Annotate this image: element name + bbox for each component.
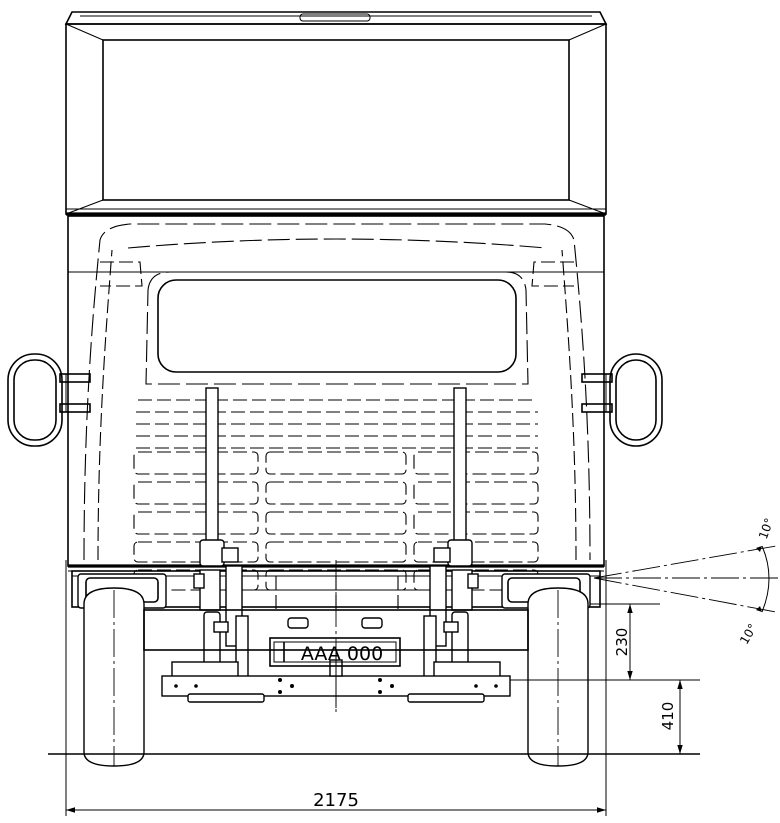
left-mirror <box>7 353 91 447</box>
lower-body <box>67 215 605 591</box>
left-wheel <box>83 587 145 767</box>
dimension-overall-width-label: 2175 <box>313 790 359 811</box>
dimension-ground-clearance-label: 410 <box>659 702 677 731</box>
right-mirror <box>581 353 663 447</box>
angle-lower-label: 10° <box>737 621 760 646</box>
dimension-step-height: 230 <box>510 603 700 681</box>
license-plate: AAA 000 <box>269 637 401 667</box>
visibility-angle: 10° 10° <box>593 516 780 647</box>
angle-upper-label: 10° <box>756 516 776 541</box>
dimension-overall-width: 2175 <box>65 560 607 816</box>
dimension-ground-clearance: 410 <box>659 680 683 754</box>
tail-lift <box>143 387 529 708</box>
license-plate-text: AAA 000 <box>301 643 383 665</box>
box-body <box>64 11 608 216</box>
dimension-step-height-label: 230 <box>613 628 631 657</box>
right-wheel <box>527 587 589 767</box>
